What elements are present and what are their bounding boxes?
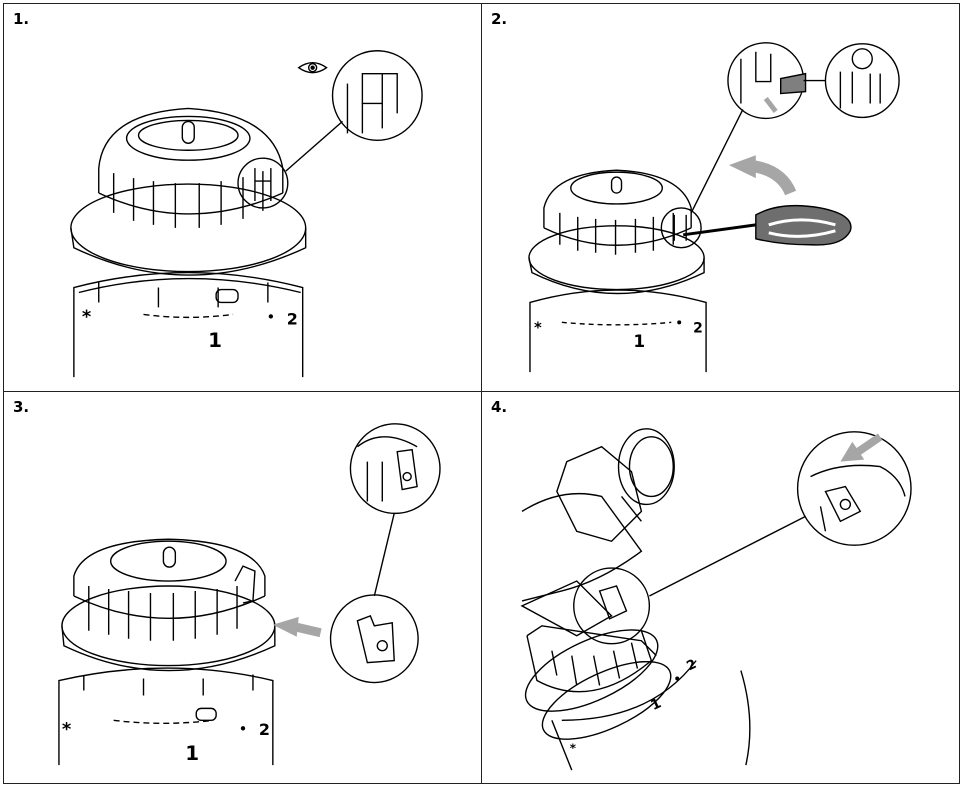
- scale-snowflake: *: [62, 719, 71, 740]
- step-4-panel: 4.: [481, 391, 960, 784]
- collar-ring: [70, 183, 307, 276]
- scale-snowflake: *: [570, 741, 576, 755]
- scale-snowflake: *: [534, 318, 542, 336]
- screwdriver-icon: [682, 204, 852, 246]
- step-4-number: 4.: [491, 398, 508, 416]
- step-2-illustration: * 1 2: [528, 42, 900, 373]
- scale-mark-2: 2: [259, 720, 270, 739]
- zoom-circle-small: [660, 207, 702, 249]
- step-1-number: 1.: [13, 10, 30, 28]
- zoom-circle-large: [796, 431, 912, 546]
- step-3-number: 3.: [13, 398, 30, 416]
- straight-arrow-icon: [840, 433, 883, 462]
- step-2-number: 2.: [491, 10, 508, 28]
- zoom-circle-large: [331, 50, 423, 141]
- step-4-illustration: * 1 2: [520, 428, 912, 771]
- step-3-panel: 3.: [3, 391, 482, 784]
- thermostat-body: [73, 271, 304, 378]
- step-1-panel: 1.: [3, 3, 482, 392]
- scale-snowflake: *: [82, 306, 91, 327]
- straight-arrow-icon: [272, 616, 322, 638]
- scale-mark-1: 1: [648, 695, 664, 714]
- eye-icon: [297, 62, 328, 74]
- step-3-illustration: * 1 2: [58, 423, 441, 765]
- adapter-cap: [98, 107, 284, 228]
- zoom-circle-bottom: [329, 594, 419, 684]
- scale-mark-2: 2: [693, 320, 703, 336]
- scale-mark-1: 1: [208, 329, 222, 352]
- zoom-circle-top: [349, 423, 441, 515]
- scale-mark-1: 1: [633, 331, 645, 351]
- step-2-panel: 2.: [481, 3, 960, 392]
- scale-mark-2: 2: [287, 309, 298, 328]
- zoom-circle-right: [824, 43, 900, 119]
- radiator-valve: [520, 428, 675, 637]
- scale-mark-1: 1: [185, 742, 199, 765]
- step-1-illustration: * 1 2: [70, 50, 423, 378]
- zoom-circle-small: [573, 567, 651, 645]
- zoom-circle-small: [237, 157, 289, 209]
